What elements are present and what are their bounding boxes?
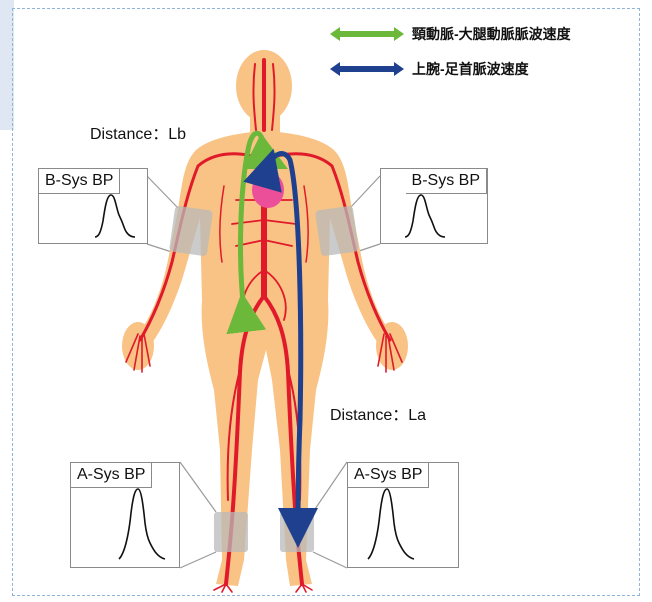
- legend-item-brachial-ankle: 上腕-足首脈波速度: [330, 59, 529, 79]
- distance-la-label: Distance：La: [330, 401, 426, 425]
- box-b-sys-bp-right: B-Sys BP: [380, 168, 488, 244]
- pulse-waveform-icon: [89, 191, 149, 241]
- green-double-arrow-icon: [330, 27, 404, 41]
- heart: [252, 172, 284, 208]
- legend-item-carotid-femoral: 頸動脈-大腿動脈脈波速度: [330, 24, 571, 44]
- distance-lb-label: Distance：Lb: [90, 120, 186, 144]
- pulse-waveform-icon: [358, 483, 428, 563]
- box-a-sys-bp-right: A-Sys BP: [347, 462, 459, 568]
- blue-double-arrow-icon: [330, 62, 404, 76]
- pulse-waveform-icon: [399, 191, 459, 241]
- box-b-sys-bp-left: B-Sys BP: [38, 168, 148, 244]
- legend-label-brachial-ankle: 上腕-足首脈波速度: [412, 59, 529, 79]
- box-a-sys-bp-left: A-Sys BP: [70, 462, 180, 568]
- pulse-waveform-icon: [109, 483, 179, 563]
- legend-label-carotid-femoral: 頸動脈-大腿動脈脈波速度: [412, 24, 571, 44]
